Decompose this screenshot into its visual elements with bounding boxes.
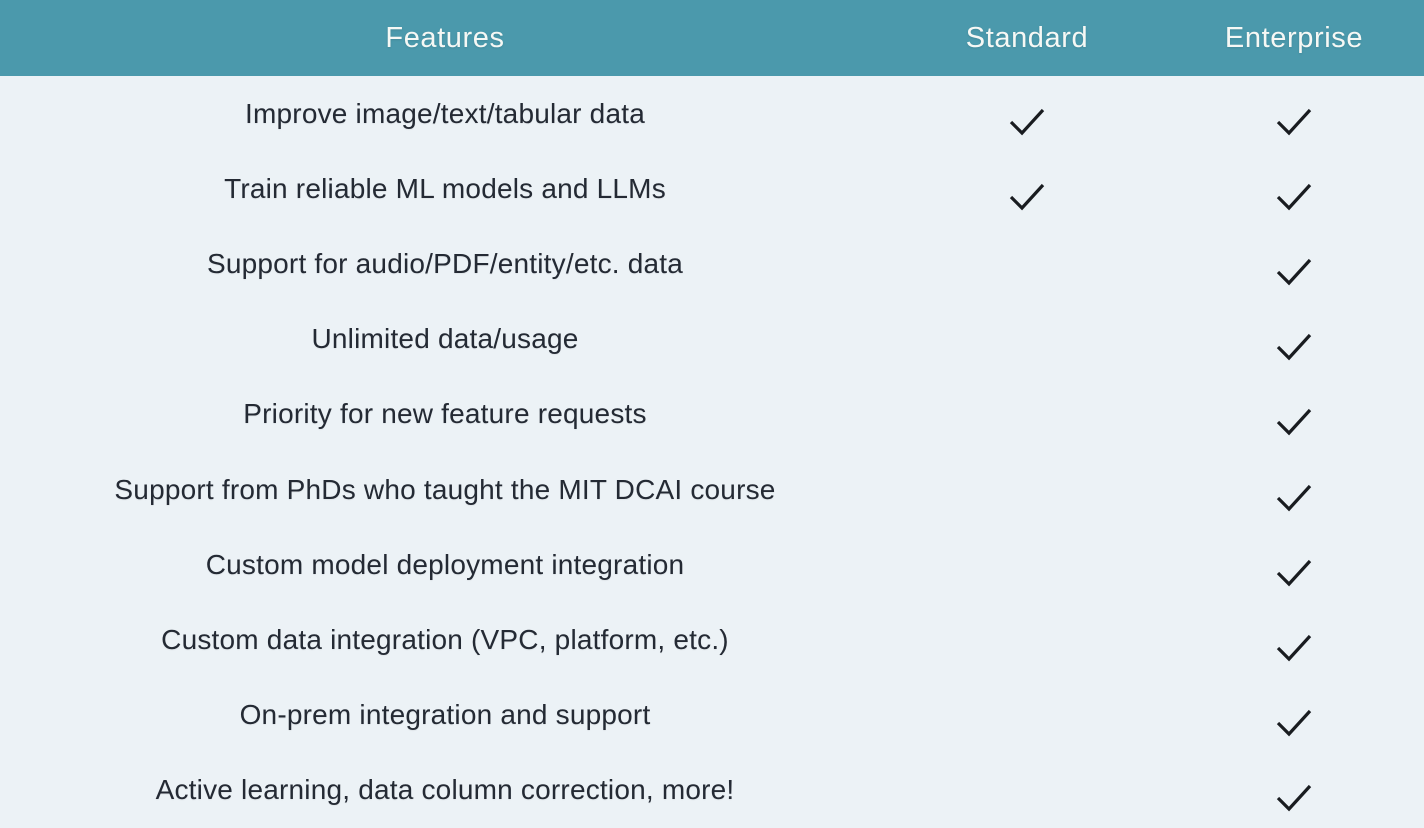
table-row: Priority for new feature requests: [0, 377, 1424, 452]
enterprise-cell: [1164, 181, 1424, 211]
feature-label: Custom model deployment integration: [205, 548, 685, 580]
table-row: Support for audio/PDF/entity/etc. data: [0, 226, 1424, 301]
feature-label: Active learning, data column correction,…: [155, 774, 735, 806]
standard-cell: [890, 256, 1164, 286]
standard-cell: [890, 557, 1164, 587]
standard-cell: [890, 181, 1164, 211]
enterprise-cell: [1164, 331, 1424, 361]
table-row: On-prem integration and support: [0, 678, 1424, 753]
table-body: Improve image/text/tabular data Train re…: [0, 76, 1424, 828]
checkmark-icon: [1009, 183, 1045, 211]
table-row: Custom data integration (VPC, platform, …: [0, 602, 1424, 677]
feature-label: Priority for new feature requests: [243, 398, 647, 430]
enterprise-cell: [1164, 557, 1424, 587]
standard-cell: [890, 106, 1164, 136]
feature-label: On-prem integration and support: [239, 699, 651, 731]
standard-cell: [890, 482, 1164, 512]
checkmark-icon: [1276, 183, 1312, 211]
enterprise-cell: [1164, 707, 1424, 737]
enterprise-cell: [1164, 482, 1424, 512]
enterprise-cell: [1164, 632, 1424, 662]
standard-cell: [890, 632, 1164, 662]
table-header: Features Standard Enterprise: [0, 0, 1424, 76]
table-row: Improve image/text/tabular data: [0, 76, 1424, 151]
standard-cell: [890, 782, 1164, 812]
feature-label: Support for audio/PDF/entity/etc. data: [206, 248, 684, 279]
feature-label: Train reliable ML models and LLMs: [224, 172, 666, 204]
standard-cell: [890, 406, 1164, 436]
column-header-standard: Standard: [965, 21, 1089, 54]
checkmark-icon: [1276, 785, 1312, 812]
column-header-features: Features: [385, 21, 505, 54]
standard-cell: [890, 331, 1164, 361]
table-row: Unlimited data/usage: [0, 302, 1424, 377]
checkmark-icon: [1276, 108, 1312, 135]
table-row: Active learning, data column correction,…: [0, 753, 1424, 828]
checkmark-icon: [1276, 710, 1312, 737]
feature-label: Support from PhDs who taught the MIT DCA…: [114, 473, 776, 505]
feature-label: Improve image/text/tabular data: [245, 97, 645, 129]
checkmark-icon: [1276, 258, 1312, 286]
enterprise-cell: [1164, 106, 1424, 136]
enterprise-cell: [1164, 256, 1424, 286]
checkmark-icon: [1276, 559, 1312, 587]
enterprise-cell: [1164, 782, 1424, 812]
checkmark-icon: [1276, 409, 1312, 436]
table-row: Custom model deployment integration: [0, 527, 1424, 602]
enterprise-cell: [1164, 406, 1424, 436]
checkmark-icon: [1276, 634, 1312, 662]
table-row: Support from PhDs who taught the MIT DCA…: [0, 452, 1424, 527]
feature-label: Custom data integration (VPC, platform, …: [161, 624, 729, 656]
column-header-enterprise: Enterprise: [1224, 21, 1364, 54]
standard-cell: [890, 707, 1164, 737]
table-row: Train reliable ML models and LLMs: [0, 151, 1424, 226]
checkmark-icon: [1009, 108, 1045, 135]
checkmark-icon: [1276, 334, 1312, 361]
checkmark-icon: [1276, 484, 1312, 511]
feature-label: Unlimited data/usage: [311, 323, 579, 355]
